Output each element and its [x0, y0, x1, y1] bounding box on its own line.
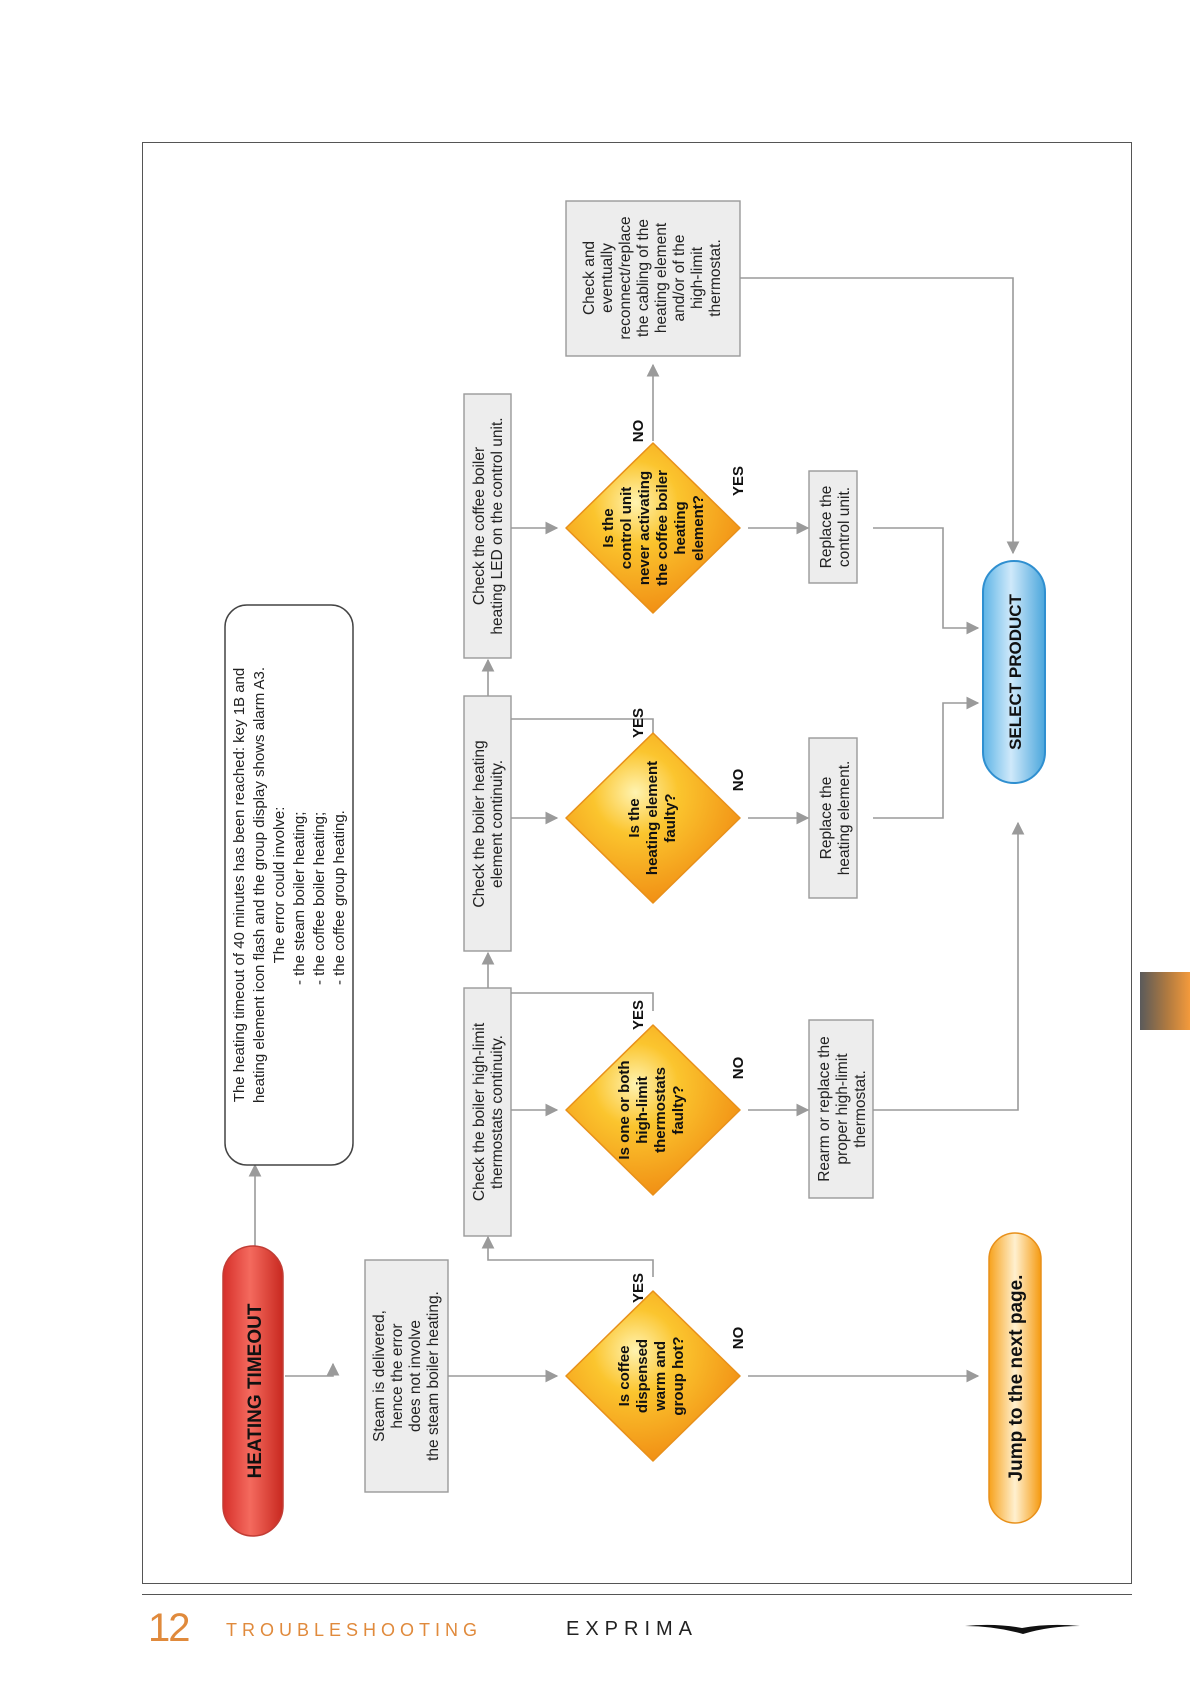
steam-line-2: hence the error: [389, 1323, 406, 1428]
start-label: HEATING TIMEOUT: [245, 1303, 266, 1478]
note-line-5: - the coffee boiler heating;: [311, 812, 328, 985]
check-control-led-box: Check the coffee boiler heating LED on t…: [463, 393, 512, 659]
action4no-line-5: heating element: [653, 222, 670, 333]
note-line-1: The heating timeout of 40 minutes has be…: [231, 668, 248, 1102]
action4no-line-3: reconnect/replace: [617, 216, 634, 339]
q1-line-4: group hot?: [670, 1336, 687, 1415]
q1-line-3: warm and: [652, 1341, 669, 1412]
q3-no-label: NO: [730, 768, 747, 791]
action4no-line-7: high-limit: [689, 246, 706, 309]
q4-line-3: never activating: [636, 471, 653, 585]
note-line-2: heating element icon flash and the group…: [251, 667, 268, 1103]
action4no-line-4: the cabling of the: [635, 219, 652, 337]
action4no-line-8: thermostat.: [707, 239, 724, 317]
error-note: The heating timeout of 40 minutes has be…: [224, 604, 354, 1166]
check1-line-1: Check the boiler high-limit: [471, 1022, 488, 1201]
q3-line-1: Is the: [626, 798, 643, 837]
footer-divider: [142, 1594, 1132, 1595]
note-line-6: - the coffee group heating.: [331, 810, 348, 985]
q4-line-6: element?: [690, 495, 707, 561]
q3-line-2: heating element: [644, 761, 661, 875]
q4-yes-label: YES: [730, 466, 747, 496]
action2-line-2: proper high-limit: [834, 1053, 851, 1165]
q1-line-1: Is coffee: [616, 1346, 633, 1407]
section-tab: [1140, 972, 1190, 1030]
check3-line-1: Check the coffee boiler: [471, 447, 488, 605]
q1-yes-label: YES: [630, 1273, 647, 1303]
action3-line-2: heating element.: [836, 761, 853, 876]
replace-control-unit-box: Replace the control unit.: [808, 470, 858, 584]
q3-yes-label: YES: [630, 708, 647, 738]
check1-line-2: thermostats continuity.: [489, 1035, 506, 1189]
steam-line-1: Steam is delivered,: [371, 1310, 388, 1442]
decision-coffee-warm: Is coffee dispensed warm and group hot? …: [565, 1273, 747, 1462]
replace-element-box: Replace the heating element.: [808, 737, 858, 899]
q2-yes-label: YES: [630, 1000, 647, 1030]
decision-element-faulty: Is the heating element faulty? YES NO: [565, 708, 747, 904]
q2-line-4: faulty?: [670, 1085, 687, 1134]
q2-line-1: Is one or both: [616, 1060, 633, 1159]
end-node: SELECT PRODUCT: [982, 560, 1046, 784]
action3-line-1: Replace the: [818, 777, 835, 860]
note-line-4: - the steam boiler heating;: [291, 812, 308, 985]
q4-line-2: control unit: [618, 487, 635, 570]
steam-box: Steam is delivered, hence the error does…: [364, 1259, 449, 1493]
flowchart: HEATING TIMEOUT The heating timeout of 4…: [222, 200, 1046, 1537]
check-cabling-box: Check and eventually reconnect/replace t…: [565, 200, 741, 357]
action4no-line-1: Check and: [581, 241, 598, 315]
q4-line-5: heating: [672, 501, 689, 554]
check2-line-1: Check the boiler heating: [471, 740, 488, 907]
wing-logo-icon: [965, 1624, 1080, 1634]
q4-no-label: NO: [630, 419, 647, 442]
action2-line-1: Rearm or replace the: [816, 1036, 833, 1182]
steam-line-4: the steam boiler heating.: [425, 1291, 442, 1461]
diagram-frame: HEATING TIMEOUT The heating timeout of 4…: [142, 142, 1132, 1584]
check-heating-element-box: Check the boiler heating element continu…: [463, 695, 512, 952]
q1-line-2: dispensed: [634, 1339, 651, 1413]
decision-control-unit: Is the control unit never activating the…: [565, 419, 747, 614]
rearm-thermostat-box: Rearm or replace the proper high-limit t…: [808, 1019, 874, 1199]
action2-line-3: thermostat.: [852, 1070, 869, 1148]
end-label: SELECT PRODUCT: [1006, 593, 1025, 749]
check3-line-2: heating LED on the control unit.: [489, 417, 506, 634]
note-line-3: The error could involve:: [271, 807, 288, 964]
jump-node: Jump to the next page.: [988, 1232, 1042, 1524]
q2-line-3: thermostats: [652, 1067, 669, 1153]
section-title: TROUBLESHOOTING: [226, 1620, 483, 1640]
q2-no-label: NO: [730, 1056, 747, 1079]
start-node: HEATING TIMEOUT: [222, 1245, 284, 1537]
jump-label: Jump to the next page.: [1006, 1275, 1027, 1482]
q2-line-2: high-limit: [634, 1076, 651, 1144]
decision-thermostats-faulty: Is one or both high-limit thermostats fa…: [565, 1000, 747, 1196]
q3-line-3: faulty?: [662, 793, 679, 842]
q4-line-1: Is the: [600, 508, 617, 547]
action4yes-line-1: Replace the: [818, 486, 835, 569]
q1-no-label: NO: [730, 1326, 747, 1349]
check2-line-2: element continuity.: [489, 760, 506, 888]
page-footer: 12 TROUBLESHOOTING EXPRIMA: [0, 1590, 1190, 1684]
brand-logo: EXPRIMA: [566, 1618, 699, 1640]
page-number: 12: [148, 1606, 190, 1650]
action4no-line-6: and/or of the: [671, 234, 688, 321]
check-thermostats-box: Check the boiler high-limit thermostats …: [463, 987, 512, 1237]
q4-line-4: the coffee boiler: [654, 470, 671, 586]
action4no-line-2: eventually: [599, 243, 616, 313]
steam-line-3: does not involve: [407, 1320, 424, 1432]
action4yes-line-2: control unit.: [836, 487, 853, 567]
